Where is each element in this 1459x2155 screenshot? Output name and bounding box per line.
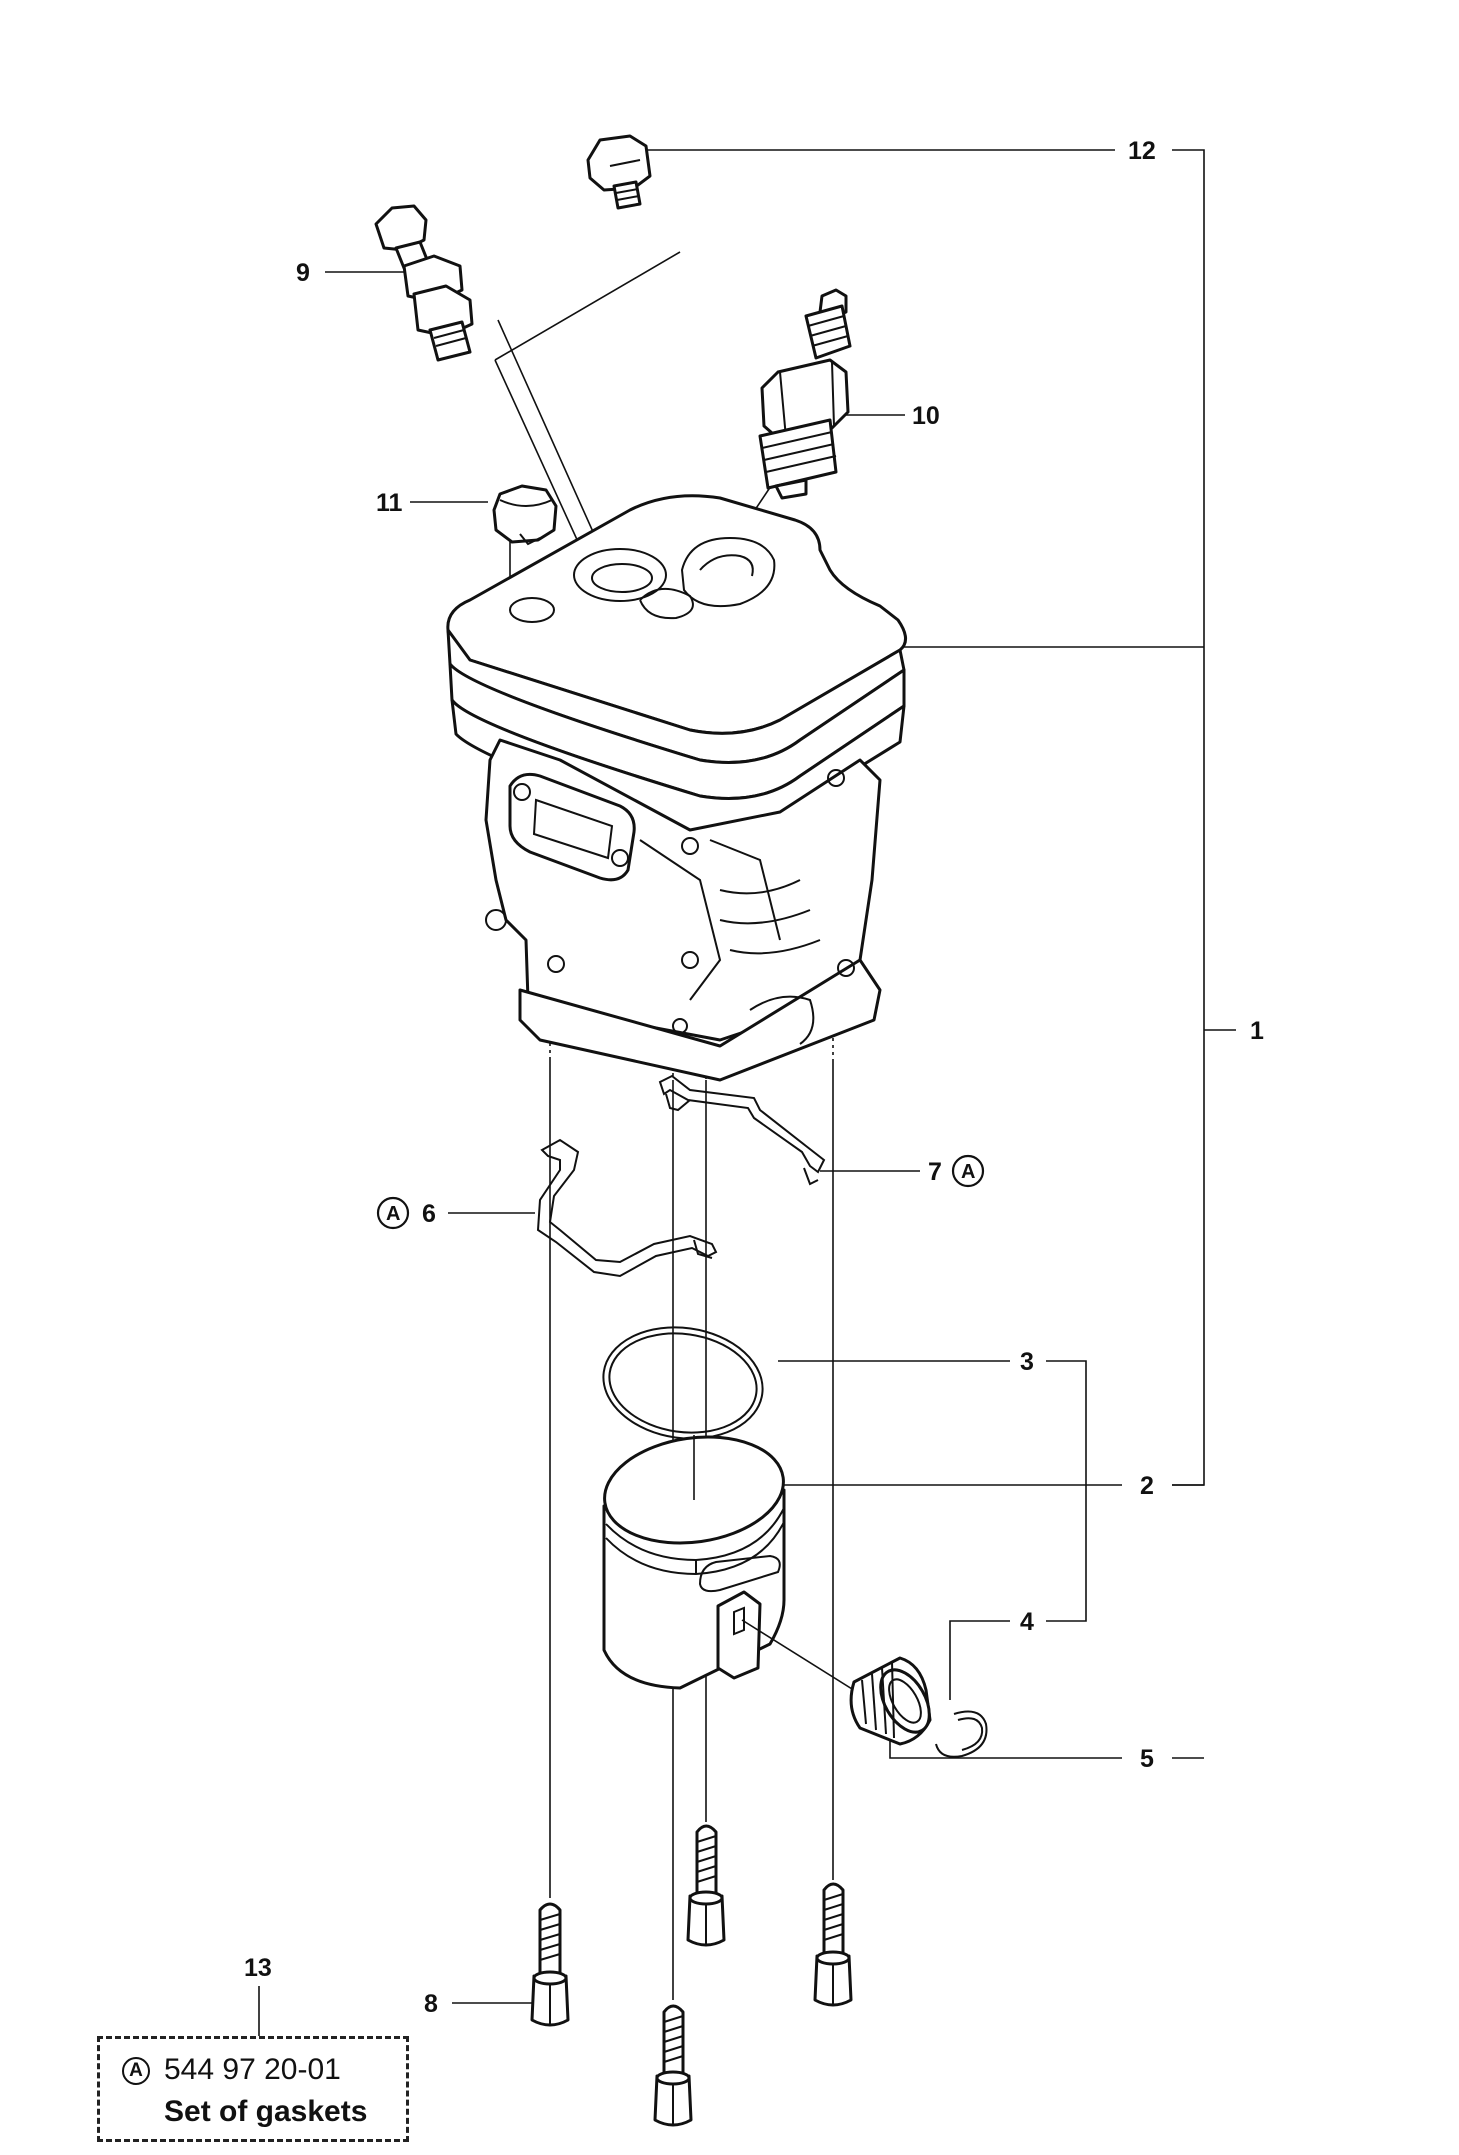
needle-bearing-part-5	[741, 1619, 932, 1746]
callout-3: 3	[1020, 1348, 1034, 1376]
piston-ring-part-3	[602, 1326, 764, 1440]
callout-10: 10	[912, 402, 940, 430]
kit-part-number: 544 97 20-01	[164, 2053, 341, 2086]
gasket-part-6	[536, 1138, 718, 1278]
callout-9: 9	[296, 259, 310, 287]
kit-marker-7: A	[951, 1154, 985, 1188]
callout-6: 6	[422, 1200, 436, 1228]
kit-marker-6: A	[376, 1196, 410, 1230]
leader-lines	[258, 149, 1236, 2036]
decompression-valve-part-9	[374, 204, 474, 362]
gasket-part-7	[658, 1074, 826, 1186]
callout-8: 8	[424, 1990, 438, 2018]
gasket-kit-box: A 544 97 20-01 Set of gaskets	[97, 2036, 409, 2142]
screw-part-8-d	[813, 1882, 853, 2007]
plug-part-12	[586, 134, 652, 210]
kit-marker-badge: A	[122, 2057, 150, 2085]
svg-text:A: A	[386, 1203, 400, 1225]
cylinder-part-1	[446, 494, 907, 1082]
svg-text:A: A	[961, 1161, 975, 1183]
piston-part-2	[602, 1435, 786, 1690]
cap-part-11	[492, 484, 558, 546]
callout-4: 4	[1020, 1608, 1034, 1636]
callout-13: 13	[244, 1954, 272, 1982]
callout-2: 2	[1140, 1472, 1154, 1500]
callout-1: 1	[1250, 1017, 1264, 1045]
callout-11: 11	[376, 489, 403, 517]
screw-part-8-c	[686, 1824, 726, 1947]
callout-5: 5	[1140, 1745, 1154, 1773]
circlip-part-4	[935, 1710, 988, 1758]
kit-description: Set of gaskets	[164, 2095, 368, 2128]
spark-plug-part-10	[758, 288, 852, 500]
callout-12: 12	[1128, 137, 1156, 165]
callout-7: 7	[928, 1158, 942, 1186]
screw-part-8-b	[653, 2004, 693, 2127]
screw-part-8-a	[530, 1902, 570, 2027]
